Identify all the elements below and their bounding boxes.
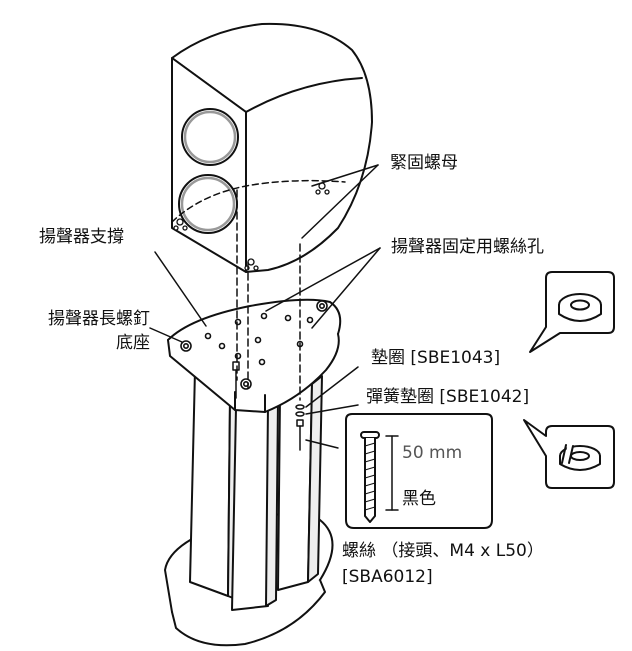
screw-color-label: 黑色 — [402, 489, 436, 509]
nut-label: 緊固螺母 — [390, 153, 458, 173]
screw-label-line1: 螺絲 （接頭、M4 x L50） — [342, 541, 544, 561]
screw-stack — [295, 404, 305, 451]
mounting-hole-label: 揚聲器固定用螺絲孔 — [391, 237, 544, 257]
washer-label: 墊圈 [SBE1043] — [371, 348, 501, 368]
washer-callout — [529, 271, 615, 353]
top-plate — [167, 298, 342, 413]
spring-washer-label: 彈簧墊圈 [SBE1042] — [366, 387, 530, 407]
spring-washer-callout — [523, 419, 615, 489]
speaker-screws — [173, 182, 330, 271]
bolt-base-label-line2: 底座 — [116, 333, 150, 353]
screw-label-line2: [SBA6012] — [342, 567, 433, 587]
screw-length-label: 50 mm — [402, 443, 463, 463]
leader-lines — [149, 164, 381, 449]
long-bolt — [232, 361, 240, 399]
screw-detail-box — [345, 413, 493, 529]
bolt-base-label-line1: 揚聲器長螺釘 — [48, 309, 150, 329]
speaker — [171, 22, 373, 273]
speaker-support-label: 揚聲器支撐 — [39, 227, 124, 247]
alignment-lines — [236, 189, 301, 401]
